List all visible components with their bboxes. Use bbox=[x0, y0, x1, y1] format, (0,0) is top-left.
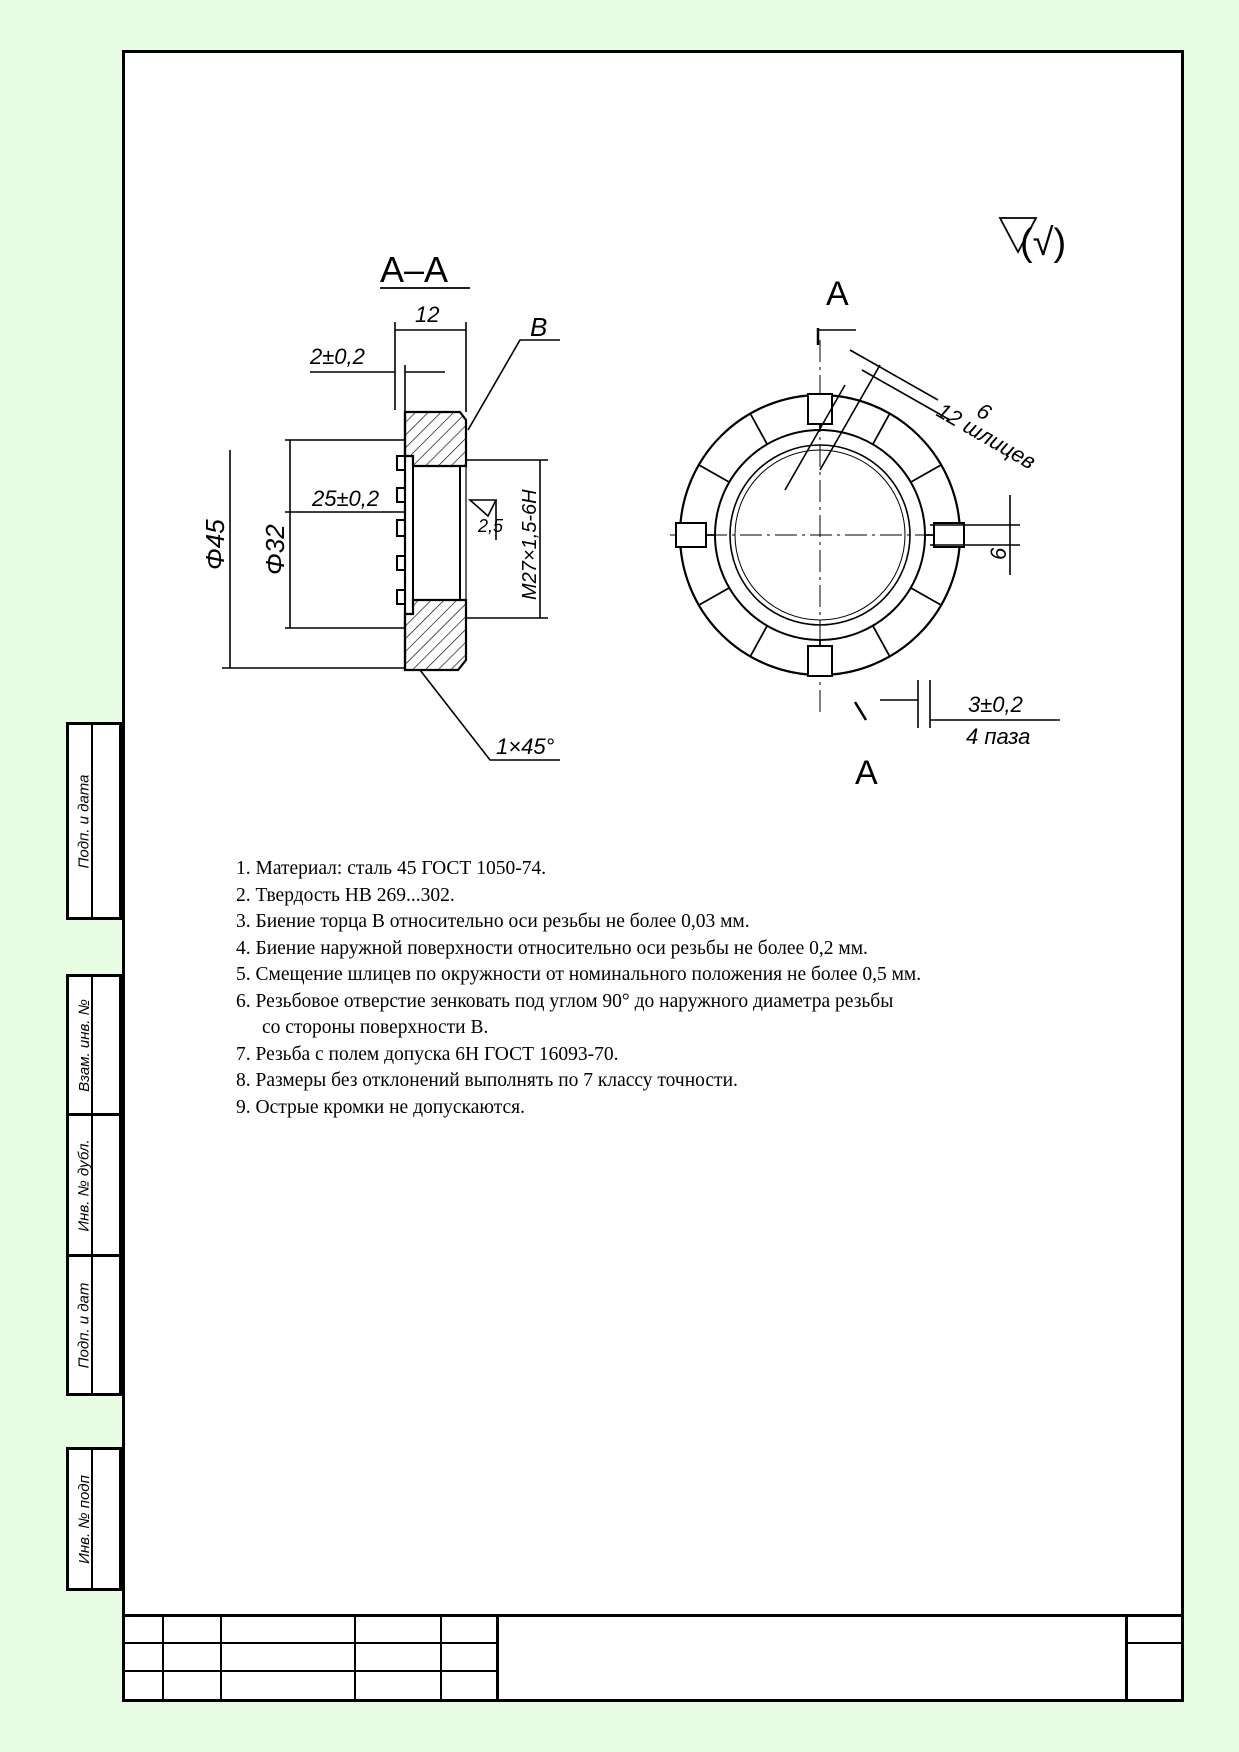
section-label: A–A bbox=[380, 249, 448, 290]
note-3: 3. Биение торца В относительно оси резьб… bbox=[236, 911, 750, 932]
dim-slots: 4 паза bbox=[966, 724, 1030, 749]
technical-notes: 1. Материал: сталь 45 ГОСТ 1050-74. 2. Т… bbox=[236, 856, 921, 1121]
dim-diameter-45: Φ45 bbox=[200, 519, 230, 570]
drawing-sheet bbox=[122, 50, 1184, 1702]
note-2: 2. Твердость НВ 269...302. bbox=[236, 884, 455, 906]
dim-diameter-32: Φ32 bbox=[260, 524, 290, 575]
note-8: 8. Размеры без отклонений выполнять по 7… bbox=[236, 1070, 738, 1091]
dim-offset: 2±0,2 bbox=[309, 344, 365, 369]
surface-b-label: B bbox=[530, 312, 547, 342]
note-9: 9. Острые кромки не допускаются. bbox=[236, 1096, 525, 1118]
dim-thread: M27×1,5-6H bbox=[519, 489, 541, 600]
title-block bbox=[122, 1614, 1184, 1702]
note-6-continued: со стороны поверхности В. bbox=[262, 1017, 489, 1038]
side-cell-sign-date-2: Подп. и дат bbox=[66, 1254, 122, 1396]
roughness-value: 2,5 bbox=[477, 516, 504, 536]
dim-width: 12 bbox=[415, 302, 439, 327]
dim-slot-depth: 25±0,2 bbox=[311, 486, 379, 511]
front-view bbox=[670, 328, 1060, 728]
cut-label-top: А bbox=[826, 275, 849, 313]
cut-label-bottom: А bbox=[855, 754, 878, 792]
chamfer-label: 1×45° bbox=[496, 734, 555, 759]
dim-slot-width: 3±0,2 bbox=[968, 692, 1023, 717]
dim-slot-w: 6 bbox=[986, 547, 1011, 560]
section-view bbox=[222, 287, 560, 761]
side-cell-inv-orig: Инв. № подп bbox=[66, 1447, 122, 1591]
note-6: 6. Резьбовое отверстие зенковать под угл… bbox=[236, 990, 894, 1012]
roughness-sign: (√) bbox=[1020, 222, 1066, 264]
note-4: 4. Биение наружной поверхности относител… bbox=[236, 937, 868, 959]
side-cell-sign-date-1: Подп. и дата bbox=[66, 722, 122, 920]
note-1: 1. Материал: сталь 45 ГОСТ 1050-74. bbox=[236, 858, 547, 879]
note-5: 5. Смещение шлицев по окружности от номи… bbox=[236, 964, 922, 985]
note-7: 7. Резьба с полем допуска 6Н ГОСТ 16093-… bbox=[236, 1043, 619, 1065]
